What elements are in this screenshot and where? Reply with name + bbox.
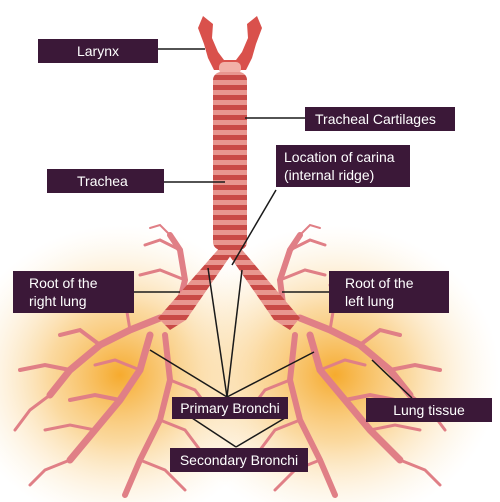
right-bronchial-tree bbox=[13, 223, 212, 498]
trachea-label-text: Trachea bbox=[77, 173, 128, 189]
larynx-label: Larynx bbox=[38, 39, 158, 63]
larynx-label-text: Larynx bbox=[76, 43, 120, 59]
trachea-shape bbox=[213, 72, 247, 250]
right-primary-bronchus bbox=[158, 245, 238, 330]
carina-label-line1: Location of carina bbox=[284, 149, 395, 165]
root-right-lung-label: Root of the right lung bbox=[13, 271, 134, 313]
trachea-label: Trachea bbox=[47, 169, 164, 193]
lung-tissue-label-text: Lung tissue bbox=[393, 402, 465, 418]
lung-tissue-label: Lung tissue bbox=[366, 398, 492, 422]
primary-bronchi-label-text: Primary Bronchi bbox=[180, 400, 280, 416]
root-right-lung-line2: right lung bbox=[29, 293, 87, 309]
secondary-bronchi-label: Secondary Bronchi bbox=[170, 448, 308, 472]
larynx-shape bbox=[198, 16, 262, 70]
root-left-lung-line1: Root of the bbox=[345, 275, 414, 291]
root-left-lung-line2: left lung bbox=[345, 293, 395, 309]
carina-label: Location of carina (internal ridge) bbox=[276, 145, 410, 187]
primary-bronchi-label: Primary Bronchi bbox=[172, 397, 288, 419]
secondary-bronchi-label-text: Secondary Bronchi bbox=[179, 452, 299, 468]
carina-label-line2: (internal ridge) bbox=[284, 167, 375, 183]
leader-lines bbox=[134, 48, 413, 448]
tracheal-cartilages-label: Tracheal Cartilages bbox=[305, 107, 455, 131]
root-right-lung-line1: Root of the bbox=[29, 275, 98, 291]
tracheal-cartilages-label-text: Tracheal Cartilages bbox=[315, 111, 436, 127]
left-primary-bronchus bbox=[222, 245, 300, 330]
larynx-ring bbox=[219, 62, 241, 74]
root-left-lung-label: Root of the left lung bbox=[329, 271, 449, 313]
